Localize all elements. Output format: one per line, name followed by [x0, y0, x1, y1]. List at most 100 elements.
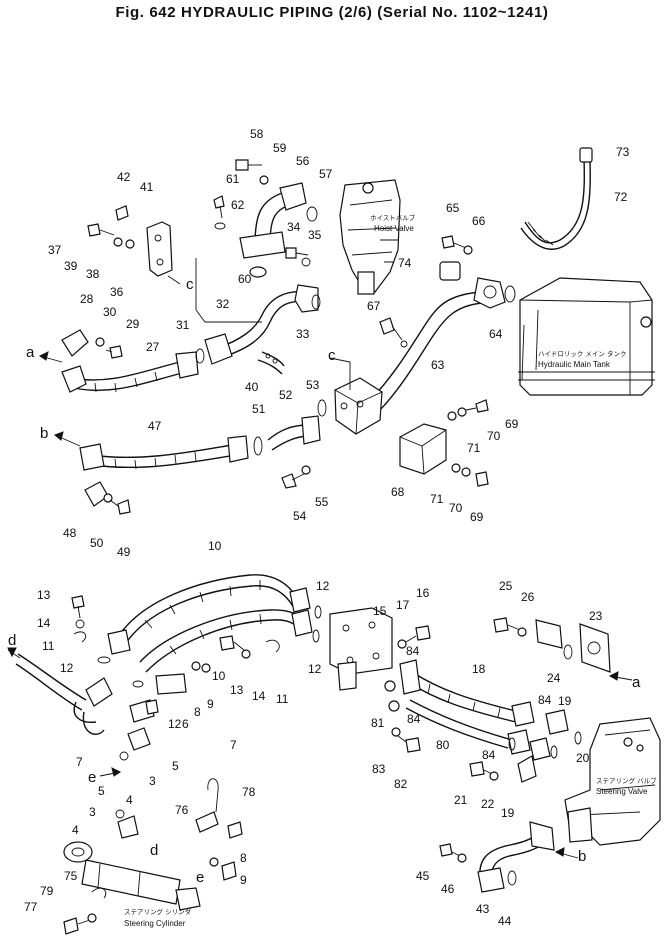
- part-label-44: 44: [498, 914, 512, 928]
- part-label-25: 25: [499, 579, 513, 593]
- part-label-35: 35: [308, 228, 322, 242]
- steering-cylinder: [63, 841, 201, 911]
- part-label-80: 80: [436, 738, 450, 752]
- part-label-7-left: 7: [76, 755, 83, 769]
- connector-d-left: d: [8, 632, 16, 649]
- part-label-77: 77: [24, 900, 38, 914]
- hose-10-lower: [139, 609, 305, 663]
- part-label-71-lower: 71: [430, 492, 444, 506]
- part-label-74: 74: [398, 256, 412, 270]
- part-label-56: 56: [296, 154, 310, 168]
- part-label-26: 26: [521, 590, 535, 604]
- part-label-59: 59: [273, 141, 287, 155]
- part-label-14-left: 14: [37, 616, 51, 630]
- hose-18: [411, 671, 521, 713]
- upper-small-parts: [87, 159, 516, 515]
- part-label-3-upper: 3: [149, 774, 156, 788]
- part-label-70-lower: 70: [449, 501, 463, 515]
- part-label-6: 6: [182, 717, 189, 731]
- pipe-63: [369, 291, 481, 401]
- part-label-36: 36: [110, 285, 124, 299]
- part-label-12-left: 12: [60, 661, 74, 675]
- bracket-36: [146, 221, 173, 277]
- part-label-5-lower: 5: [98, 784, 105, 798]
- fitting-74: [439, 261, 461, 281]
- part-label-39: 39: [64, 259, 78, 273]
- steering-valve-label-en: Steering Valve: [596, 787, 648, 796]
- part-label-75: 75: [64, 869, 78, 883]
- hoist-valve: [339, 179, 401, 295]
- part-label-43: 43: [476, 902, 490, 916]
- main-tank-label-en: Hydraulic Main Tank: [538, 360, 611, 369]
- part-label-69-upper: 69: [505, 417, 519, 431]
- main-tank-label-jp: ハイドロリック メイン タンク: [538, 349, 627, 358]
- part-label-28: 28: [80, 292, 94, 306]
- part-label-62: 62: [231, 198, 245, 212]
- part-label-10-upper: 10: [208, 539, 222, 553]
- connector-a-upper: a: [26, 344, 35, 361]
- part-label-33: 33: [296, 327, 310, 341]
- part-label-29: 29: [126, 317, 140, 331]
- part-label-54: 54: [293, 509, 307, 523]
- connector-b-lower: b: [578, 848, 586, 865]
- part-label-49: 49: [117, 545, 131, 559]
- part-label-16: 16: [416, 586, 430, 600]
- part-label-11-right: 11: [276, 692, 289, 706]
- connector-c-lower: c: [328, 347, 336, 364]
- part-label-81: 81: [371, 716, 385, 730]
- part-label-38: 38: [86, 267, 100, 281]
- part-label-8-lower: 8: [240, 851, 247, 865]
- part-label-76: 76: [175, 803, 189, 817]
- part-label-12-right-bottom: 12: [308, 662, 322, 676]
- part-label-79: 79: [40, 884, 54, 898]
- part-label-22: 22: [481, 797, 495, 811]
- part-label-84-a: 84: [406, 644, 420, 658]
- flange-23: [579, 623, 611, 673]
- part-label-42: 42: [117, 170, 131, 184]
- part-label-10-lower: 10: [212, 669, 226, 683]
- hydraulic-main-tank: [518, 277, 655, 396]
- part-label-24: 24: [547, 671, 561, 685]
- hose-47: [91, 444, 233, 459]
- part-label-32: 32: [216, 297, 230, 311]
- hose-10-upper: [115, 574, 299, 641]
- part-label-3-lower: 3: [89, 805, 96, 819]
- flange-48: [84, 481, 109, 507]
- part-label-78: 78: [242, 785, 256, 799]
- part-label-64: 64: [489, 327, 503, 341]
- part-label-73: 73: [616, 145, 630, 159]
- flange-28: [61, 329, 89, 357]
- part-label-60: 60: [238, 272, 252, 286]
- part-label-45: 45: [416, 869, 430, 883]
- part-label-19-lower: 19: [501, 806, 515, 820]
- part-label-72: 72: [614, 190, 628, 204]
- part-label-12-right-top: 12: [316, 579, 330, 593]
- part-label-21: 21: [454, 793, 468, 807]
- pipe-left-d: [17, 653, 87, 701]
- connector-b-upper: b: [40, 425, 48, 442]
- part-label-53: 53: [306, 378, 320, 392]
- part-label-27: 27: [146, 340, 160, 354]
- part-label-37: 37: [48, 243, 62, 257]
- hoist-valve-label-en: Hoist Valve: [374, 224, 414, 233]
- connector-e-left: e: [88, 769, 96, 786]
- part-label-18: 18: [472, 662, 486, 676]
- part-label-9-upper: 9: [207, 697, 214, 711]
- part-label-84-b: 84: [407, 712, 421, 726]
- connector-a-lower: a: [632, 674, 641, 691]
- part-label-57: 57: [319, 167, 333, 181]
- part-label-69-lower: 69: [470, 510, 484, 524]
- part-label-20: 20: [576, 751, 590, 765]
- part-label-84-d: 84: [482, 748, 496, 762]
- part-label-48: 48: [63, 526, 77, 540]
- part-label-41: 41: [140, 180, 154, 194]
- part-label-5-upper: 5: [172, 759, 179, 773]
- part-label-70-upper: 70: [487, 429, 501, 443]
- steering-cylinder-label-en: Steering Cylinder: [124, 919, 186, 928]
- part-label-12-center: 12: [168, 717, 182, 731]
- part-label-61: 61: [226, 172, 240, 186]
- part-label-51: 51: [252, 402, 266, 416]
- part-label-83: 83: [372, 762, 386, 776]
